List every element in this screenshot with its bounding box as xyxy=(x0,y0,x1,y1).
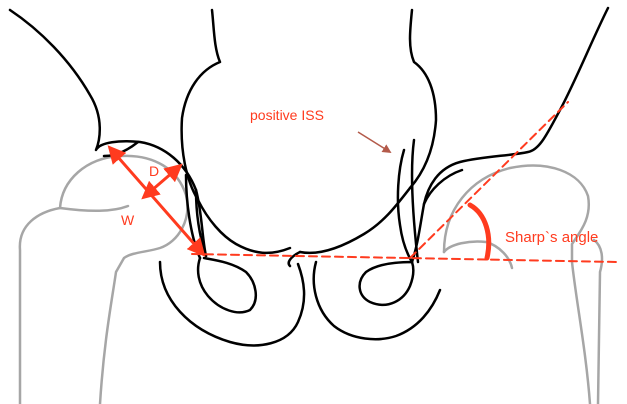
sharp-angle-arc xyxy=(470,205,489,258)
d-label: D xyxy=(149,164,159,178)
sharp-angle-label: Sharp`s angle xyxy=(505,230,598,245)
right-pelvis-outline xyxy=(314,8,608,339)
positive-iss-label: positive ISS xyxy=(250,108,324,122)
iss-pointer-arrow xyxy=(358,132,390,152)
hilgenreiner-line xyxy=(192,254,618,262)
w-label: W xyxy=(121,213,134,227)
sacrum-outline xyxy=(182,10,436,266)
